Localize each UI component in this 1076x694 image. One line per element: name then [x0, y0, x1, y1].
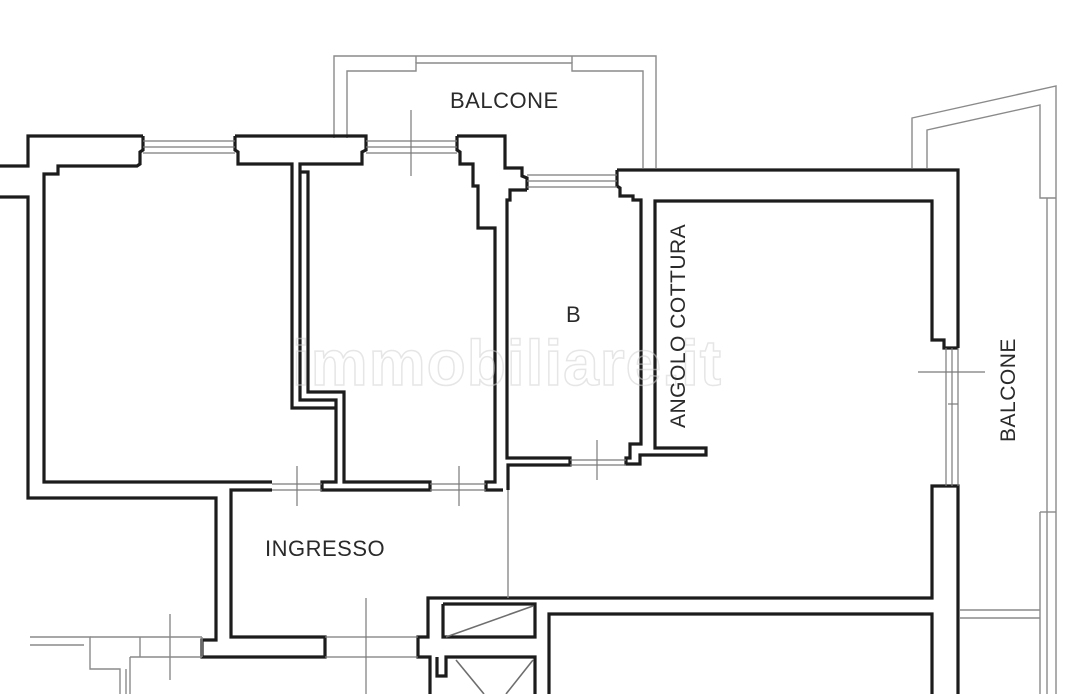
windows [30, 110, 985, 694]
room-label-angolo-cottura: ANGOLO COTTURA [667, 223, 690, 428]
room-label-ingresso: INGRESSO [265, 536, 386, 561]
room-label-bagno: B [566, 302, 582, 327]
room-label-balcone-top: BALCONE [450, 88, 559, 113]
room-label-balcone-right: BALCONE [997, 338, 1020, 442]
right-balcony-railing [911, 85, 1057, 694]
walls [0, 134, 960, 694]
top-balcony-railing [333, 55, 657, 168]
watermark: immobiliare.it [291, 326, 723, 400]
